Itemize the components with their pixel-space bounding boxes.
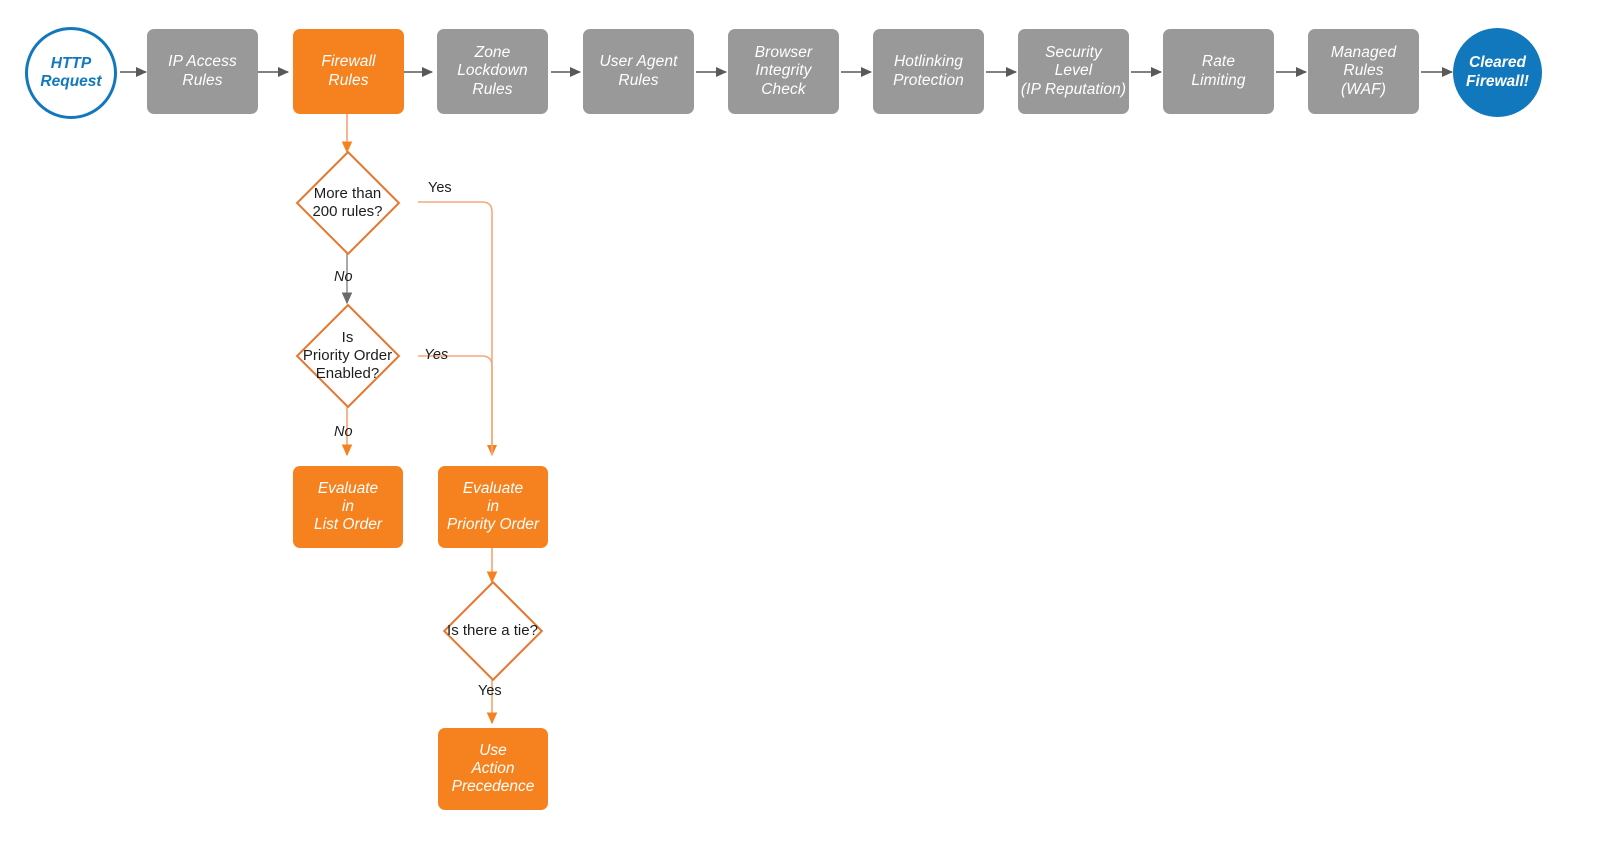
decision-priority-order-enabled[interactable]: Is Priority Order Enabled? — [277, 303, 418, 408]
decision-more-than-200-rules[interactable]: More than 200 rules? — [277, 150, 418, 255]
edge-decision200-yes — [418, 201, 498, 457]
edge-label-priority-yes: Yes — [424, 347, 449, 363]
result-evaluate-in-priority-order[interactable]: Evaluate in Priority Order — [438, 466, 548, 548]
decision-is-there-a-tie-label: Is there a tie? — [447, 621, 538, 639]
result-use-action-precedence[interactable]: Use Action Precedence — [438, 728, 548, 810]
decision-is-there-a-tie[interactable]: Is there a tie? — [424, 580, 561, 681]
start-node-http-request[interactable]: HTTP Request — [25, 27, 117, 119]
stage-security-level-ip-reputation[interactable]: Security Level (IP Reputation) — [1018, 29, 1129, 114]
stage-ip-access-rules[interactable]: IP Access Rules — [147, 29, 258, 114]
stage-managed-rules-waf[interactable]: Managed Rules (WAF) — [1308, 29, 1419, 114]
edge-label-priority-no: No — [334, 424, 353, 440]
edge-decision-priority-yes — [418, 355, 493, 455]
stage-browser-integrity-check[interactable]: Browser Integrity Check — [728, 29, 839, 114]
edge-label-tie-yes: Yes — [478, 683, 502, 699]
edge-label-200-rules-yes: Yes — [428, 180, 452, 196]
decision-priority-order-enabled-label: Is Priority Order Enabled? — [302, 328, 393, 382]
stage-zone-lockdown-rules[interactable]: Zone Lockdown Rules — [437, 29, 548, 114]
stage-rate-limiting[interactable]: Rate Limiting — [1163, 29, 1274, 114]
edge-label-200-rules-no: No — [334, 269, 353, 285]
stage-firewall-rules[interactable]: Firewall Rules — [293, 29, 404, 114]
end-node-cleared-firewall[interactable]: Cleared Firewall! — [1453, 28, 1542, 117]
stage-user-agent-rules[interactable]: User Agent Rules — [583, 29, 694, 114]
decision-more-than-200-rules-label: More than 200 rules? — [312, 184, 383, 220]
result-evaluate-in-list-order[interactable]: Evaluate in List Order — [293, 466, 403, 548]
stage-hotlinking-protection[interactable]: Hotlinking Protection — [873, 29, 984, 114]
